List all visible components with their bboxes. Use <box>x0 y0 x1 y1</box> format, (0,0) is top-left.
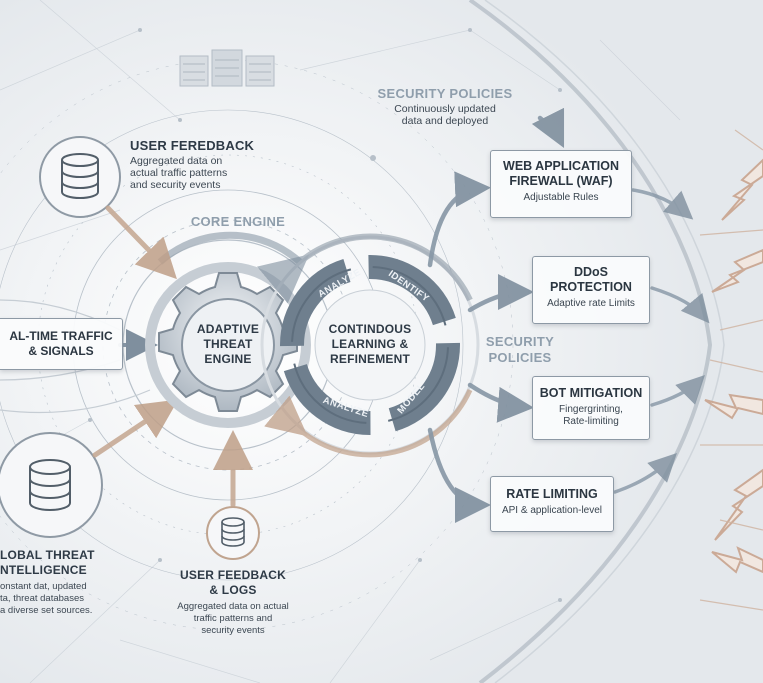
security-policies-top-desc: Continuously updated data and deployed <box>394 103 496 127</box>
realtime-traffic-box: AL-TIME TRAFFIC & SIGNALS <box>0 318 123 370</box>
realtime-traffic-label: AL-TIME TRAFFIC & SIGNALS <box>9 329 113 358</box>
output-bot-sub: Fingergrinting, Rate-limiting <box>559 404 623 427</box>
database-icon-logs <box>206 506 260 560</box>
output-bot-title: BOT MITIGATION <box>539 386 643 400</box>
output-box-rate-limiting: RATE LIMITING API & application-level <box>490 476 614 532</box>
server-rack-icon <box>179 49 275 87</box>
gear-icon <box>145 262 311 428</box>
output-rate-title: RATE LIMITING <box>506 487 598 501</box>
output-box-bot: BOT MITIGATION Fingergrinting, Rate-limi… <box>532 376 650 440</box>
security-policies-top: SECURITY POLICIES Continuously updated d… <box>370 86 520 127</box>
global-threat: LOBAL THREAT NTELLIGENCE onstant dat, up… <box>0 548 118 617</box>
user-feedback-top: USER FEREDBACK Aggregated data on actual… <box>130 138 260 191</box>
output-rate-sub: API & application-level <box>501 505 603 516</box>
learning-title: CONTINDOUS LEARNING & REFINEMENT <box>328 322 412 366</box>
user-feedback-top-desc: Aggregated data on actual traffic patter… <box>130 155 228 191</box>
global-threat-desc: onstant dat, updated ta, threat database… <box>0 581 93 616</box>
output-box-ddos: DDoS PROTECTION Adaptive rate Limits <box>532 256 650 324</box>
threat-burst-icon <box>704 158 763 574</box>
output-ddos-title: DDoS PROTECTION <box>550 265 632 294</box>
user-feedback-logs-desc: Aggregated data on actual traffic patter… <box>177 601 289 636</box>
engine-title: ADAPTIVE THREAT ENGINE <box>196 322 260 366</box>
user-feedback-logs-title: USER FEEDBACK & LOGS <box>180 568 286 597</box>
output-waf-sub: Adjustable Rules <box>523 192 599 203</box>
global-threat-title: LOBAL THREAT NTELLIGENCE <box>0 548 95 577</box>
user-feedback-logs: USER FEEDBACK & LOGS Aggregated data on … <box>163 568 303 637</box>
database-icon-global <box>0 432 103 538</box>
user-feedback-top-title: USER FEREDBACK <box>130 138 255 153</box>
output-box-waf: WEB APPLICATION FIREWALL (WAF) Adjustabl… <box>490 150 632 218</box>
security-policies-mid: SECURITY POLICIES <box>485 334 555 365</box>
output-waf-title: WEB APPLICATION FIREWALL (WAF) <box>503 159 619 188</box>
core-engine-label: CORE ENGINE <box>190 214 286 229</box>
database-icon-top <box>39 136 121 218</box>
output-ddos-sub: Adaptive rate Limits <box>547 298 635 309</box>
security-policies-top-title: SECURITY POLICIES <box>377 86 513 101</box>
